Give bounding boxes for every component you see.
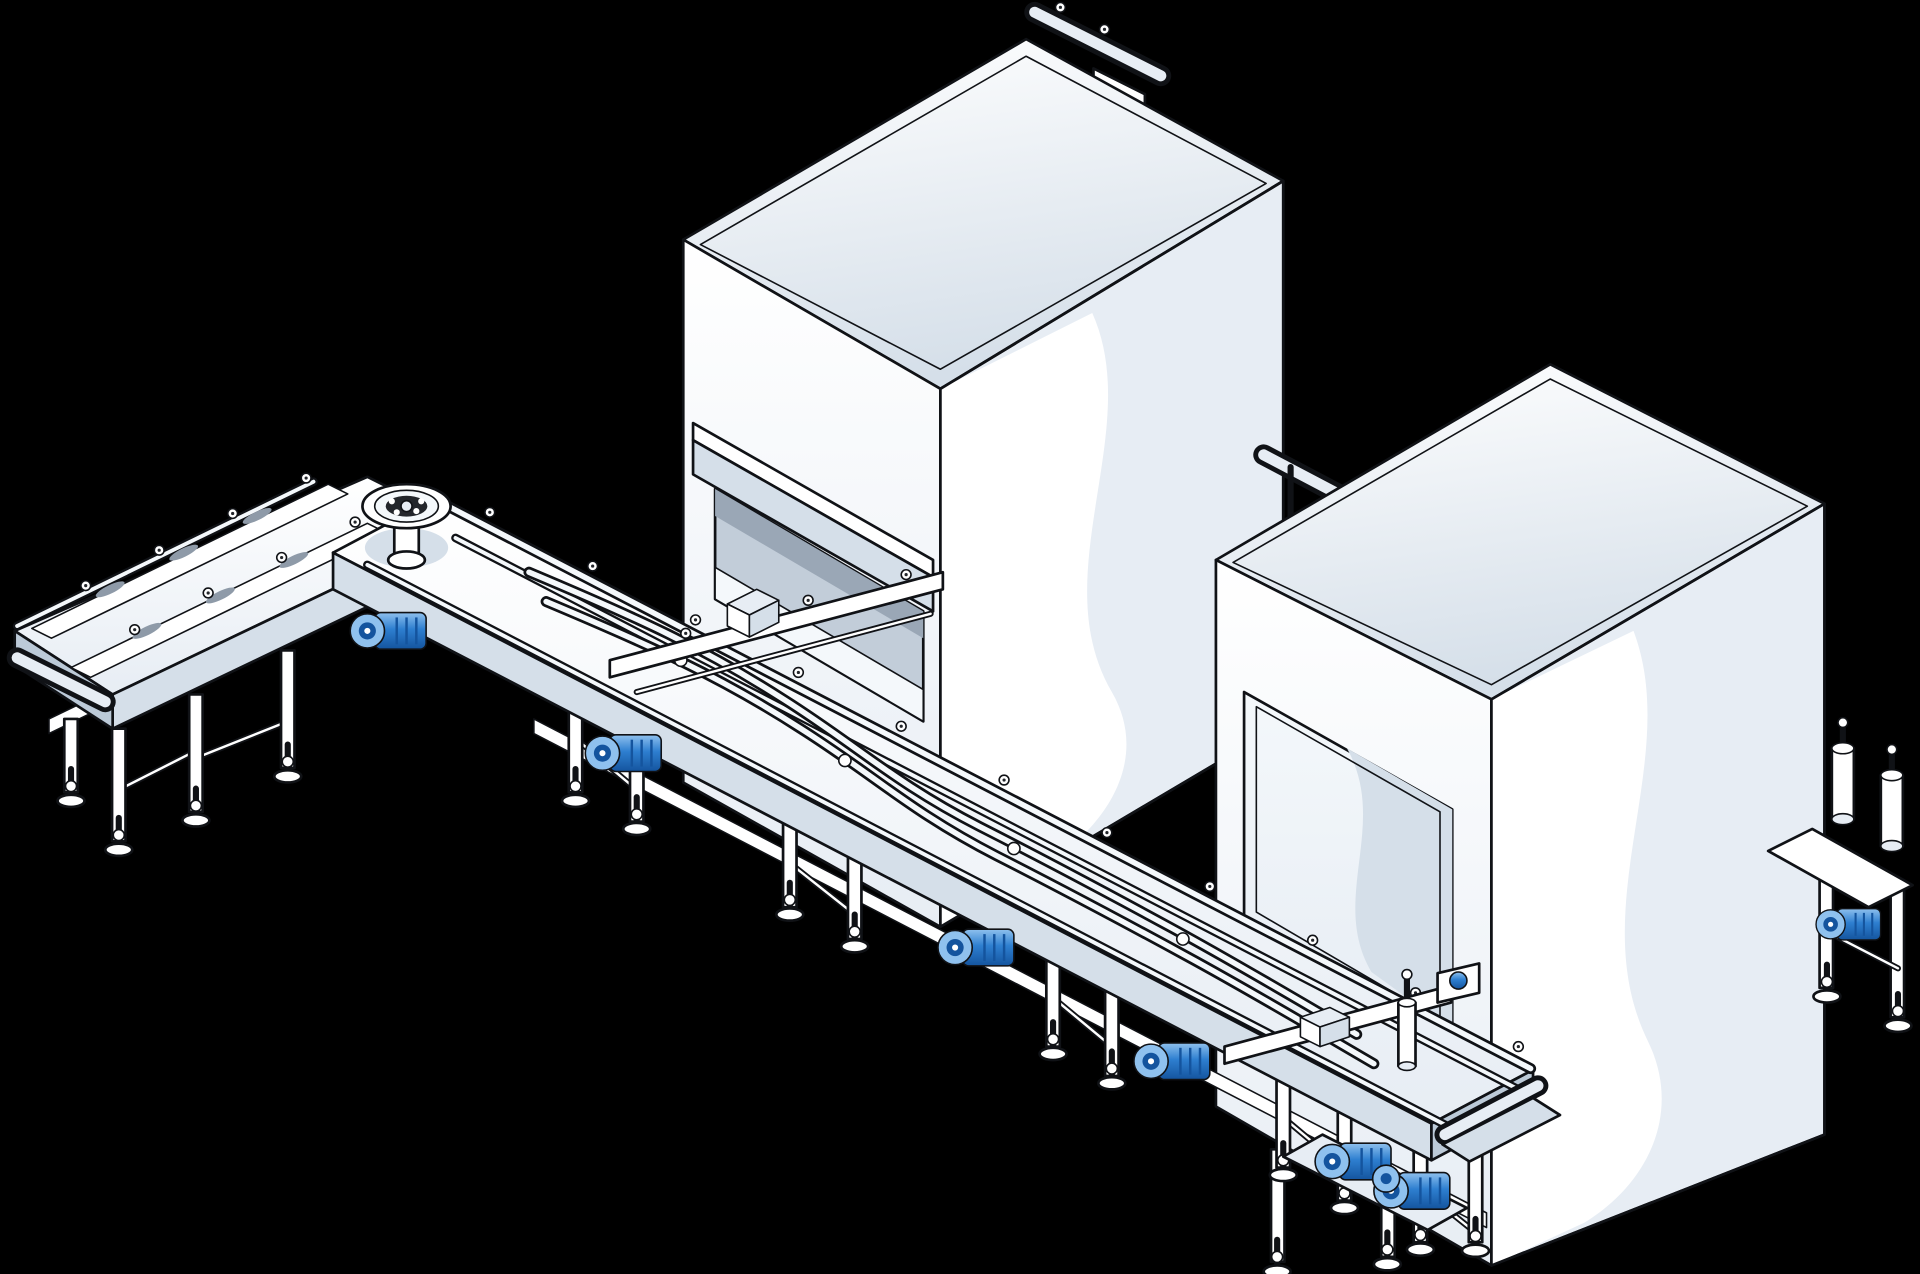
bracket-drive [1449, 971, 1468, 990]
actuator-cylinder [1830, 746, 1856, 821]
bolt [275, 551, 288, 564]
bolt [484, 506, 496, 518]
bolt [202, 587, 214, 599]
guide-post [837, 753, 852, 768]
overhead-rail-bar-inner [1029, 6, 1167, 82]
bolt [895, 720, 907, 732]
pusher-crossbar-b: Transfer pusher beam (at front cabinet) [1223, 962, 1481, 1072]
bolt [802, 594, 814, 607]
actuator-cap [1880, 768, 1904, 782]
carriage-side [1319, 1016, 1351, 1048]
drive-gear-hub [1380, 1173, 1392, 1185]
crossbar-beam [608, 570, 945, 679]
bolt [1306, 934, 1319, 946]
frame-brace-inner [788, 861, 856, 916]
infeed-end-bar-inner [11, 652, 111, 708]
actuator-knob [1401, 968, 1413, 981]
bolt [998, 774, 1010, 786]
cabinet-rear-shading-swoosh [940, 312, 1127, 927]
bolt [1101, 826, 1113, 839]
actuator-base [1397, 1061, 1417, 1072]
bolt [792, 666, 805, 679]
discharge-end-bar-inner [1439, 1080, 1544, 1141]
turntable-base [386, 550, 427, 570]
actuator-cylinder [1397, 1001, 1417, 1068]
bolt [128, 623, 141, 636]
actuator-cap [1831, 741, 1855, 755]
rail-slot [95, 581, 125, 598]
actuator-base [1831, 812, 1855, 826]
far-guard-rail-inner [440, 500, 1534, 1072]
bolt [1204, 880, 1216, 893]
rotor-hub [400, 499, 413, 513]
actuator-cylinder [1879, 773, 1905, 848]
inspection-window-reflection [1346, 748, 1453, 1031]
rail-slot [279, 552, 309, 568]
bolt [680, 627, 692, 640]
deck-rail-inner [453, 536, 1518, 1091]
bolt [586, 560, 599, 572]
rail-slot [242, 507, 272, 524]
corner-turntable: Rotary corner transfer turntable [348, 482, 452, 651]
bolt [900, 568, 912, 581]
guide-post [1175, 932, 1190, 946]
crossbar-rail-inner [635, 612, 932, 694]
rail-slot [205, 587, 235, 604]
discharge-chute [1441, 1096, 1562, 1163]
bolt [1054, 1, 1067, 14]
rail-slot [132, 622, 162, 639]
actuator-cap [1397, 997, 1417, 1008]
discharge-unit: Discharge drive unit with gear motors [1281, 1075, 1562, 1232]
gear-motor [584, 733, 663, 773]
bolt [153, 544, 165, 556]
guide-rail-inner [543, 598, 1377, 1067]
guide-post [1006, 841, 1021, 856]
rotor-hole [388, 498, 395, 505]
actuator-base [1880, 839, 1904, 853]
infeed-slot-rail [31, 483, 349, 640]
cabinet-rear-top-inset [699, 55, 1267, 371]
actuator-knob [1837, 716, 1849, 729]
rotor-hole [418, 498, 425, 505]
bolt [1512, 1040, 1525, 1053]
bolt [1098, 23, 1111, 36]
bolt [80, 579, 92, 592]
infeed-brace-inner [194, 720, 289, 760]
tunnel-hood-face [691, 438, 935, 613]
station-table-top [1766, 827, 1914, 909]
pusher-crossbar-a: Transfer pusher beam (at rear cabinet) [608, 568, 945, 696]
infeed-far-rail-inner [15, 479, 316, 628]
gear-motor [1132, 1041, 1212, 1081]
gear-motor [1814, 907, 1882, 941]
bolt [689, 614, 702, 626]
bolt [300, 472, 312, 484]
frame-brace-inner [1051, 996, 1114, 1048]
rail-slot [169, 544, 199, 561]
actuator-knob [1886, 743, 1898, 756]
outfeed-station: Outfeed station with vertical actuators … [1766, 716, 1914, 1032]
bolt [226, 507, 239, 520]
rotor-hole [393, 509, 400, 516]
infeed-brace-inner [117, 749, 198, 792]
cabinet-front-top-inset [1232, 378, 1809, 686]
gear-motor [348, 611, 428, 651]
rotor-hole [413, 508, 420, 515]
bolt [349, 516, 361, 528]
carriage-side [748, 599, 780, 638]
gear-motor [936, 927, 1016, 968]
main-conveyor: Main transport conveyor line [331, 482, 1562, 1257]
